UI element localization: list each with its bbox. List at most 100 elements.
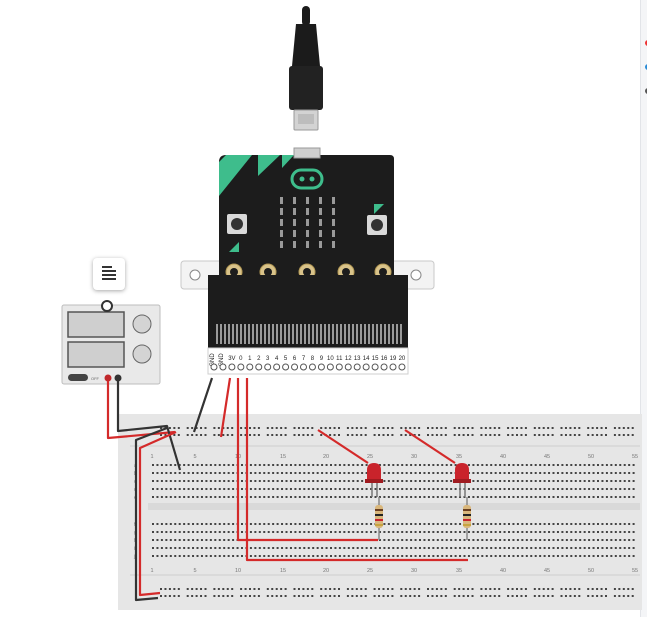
matrix-led	[280, 241, 283, 248]
column-number: 5	[193, 568, 196, 574]
column-number: 55	[632, 568, 638, 574]
pin-label: 15	[372, 356, 379, 362]
power-switch[interactable]	[68, 374, 88, 381]
column-number: 45	[544, 568, 550, 574]
column-number: 30	[411, 568, 417, 574]
pin-label: 8	[311, 356, 315, 362]
pin-holes[interactable]	[210, 363, 406, 371]
matrix-led	[306, 230, 309, 237]
edge-connector	[216, 324, 402, 344]
matrix-led	[332, 241, 335, 248]
resistor-2[interactable]	[463, 497, 471, 540]
pin-label: 16	[381, 356, 388, 362]
matrix-led	[306, 241, 309, 248]
pin-label: GND	[219, 353, 225, 367]
matrix-led	[332, 208, 335, 215]
pin-label: 0	[239, 356, 243, 362]
breadboard-holes[interactable]	[152, 427, 635, 597]
pin-hole[interactable]	[398, 363, 406, 371]
matrix-led	[319, 208, 322, 215]
pin-hole[interactable]	[326, 363, 334, 371]
pin-label: 4	[275, 356, 279, 362]
pin-hole[interactable]	[380, 363, 388, 371]
pin-hole[interactable]	[210, 363, 218, 371]
pin-label: 6	[293, 356, 297, 362]
led-2[interactable]	[453, 463, 471, 497]
pin-hole[interactable]	[273, 363, 281, 371]
column-number: 15	[280, 454, 286, 460]
matrix-led	[280, 219, 283, 226]
pin-hole[interactable]	[264, 363, 272, 371]
column-number: 25	[367, 568, 373, 574]
pin-hole[interactable]	[362, 363, 370, 371]
row-letter: j	[133, 554, 135, 560]
matrix-led	[306, 208, 309, 215]
pin-label: 13	[354, 356, 361, 362]
matrix-led	[306, 219, 309, 226]
pin-hole[interactable]	[291, 363, 299, 371]
pin-hole[interactable]	[300, 363, 307, 371]
pin-hole[interactable]	[255, 363, 263, 371]
matrix-led	[280, 197, 283, 204]
column-number: 1	[150, 568, 153, 574]
pin-hole[interactable]	[344, 363, 352, 371]
matrix-led	[332, 230, 335, 237]
matrix-led	[332, 219, 335, 226]
pin-hole[interactable]	[246, 363, 254, 371]
pin-hole[interactable]	[308, 363, 316, 371]
matrix-led	[319, 219, 322, 226]
pin-label: 11	[336, 356, 343, 362]
pin-hole[interactable]	[219, 363, 227, 371]
usb-cable[interactable]	[289, 6, 323, 131]
pin-hole[interactable]	[228, 363, 236, 371]
matrix-led	[319, 197, 322, 204]
wires[interactable]	[106, 377, 468, 602]
pin-label: 3	[266, 356, 270, 362]
side-panel	[640, 0, 647, 617]
column-number: 45	[544, 454, 550, 460]
pin-label: GND	[210, 353, 216, 367]
status-dot-red	[645, 40, 647, 46]
pin-label: 9	[320, 356, 324, 362]
column-number: 40	[500, 454, 506, 460]
pin-label: 5	[284, 356, 288, 362]
matrix-led	[293, 197, 296, 204]
led-1[interactable]	[365, 463, 383, 497]
pin-hole[interactable]	[353, 363, 361, 371]
pin-hole[interactable]	[317, 363, 325, 371]
power-supply[interactable]: OFF	[61, 304, 161, 385]
pin-hole[interactable]	[237, 363, 245, 371]
pin-label: 3V	[228, 356, 235, 362]
pin-label: 19	[390, 356, 397, 362]
tooltip-anchor[interactable]	[101, 300, 113, 312]
column-number: 20	[323, 454, 329, 460]
resistor-1[interactable]	[375, 497, 383, 540]
column-number: 50	[588, 454, 594, 460]
pin-hole[interactable]	[282, 363, 290, 371]
column-number: 25	[367, 454, 373, 460]
column-number: 35	[456, 454, 462, 460]
pin-label: 7	[302, 356, 306, 362]
column-number: 10	[235, 568, 241, 574]
pin-hole[interactable]	[371, 363, 379, 371]
matrix-led	[319, 241, 322, 248]
matrix-led	[293, 241, 296, 248]
status-dot-blue	[645, 64, 647, 70]
column-number: 35	[456, 568, 462, 574]
pin-hole[interactable]	[389, 363, 397, 371]
button-a[interactable]	[227, 214, 247, 252]
pin-hole[interactable]	[335, 363, 343, 371]
pin-label: 2	[257, 356, 261, 362]
button-b[interactable]	[367, 204, 387, 235]
pin-label: 1	[248, 356, 252, 362]
matrix-led	[306, 197, 309, 204]
notes-tooltip[interactable]	[93, 258, 125, 290]
pin-label: 10	[327, 356, 334, 362]
column-number: 50	[588, 568, 594, 574]
matrix-led	[280, 230, 283, 237]
